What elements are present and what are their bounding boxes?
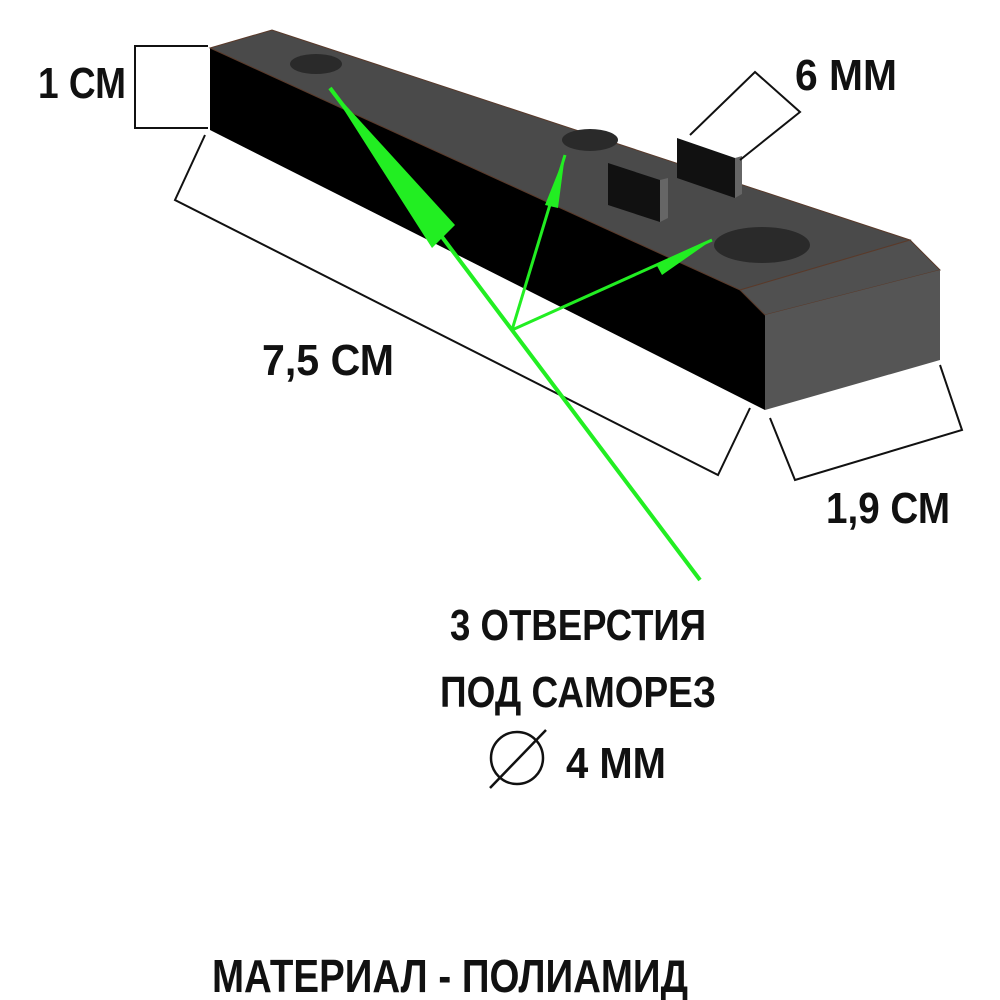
tab-2-side: [735, 156, 742, 198]
end-face: [765, 270, 940, 410]
holes-note-line3: 4 ММ: [566, 739, 666, 788]
tab-2: [677, 138, 735, 198]
holes-note-line2: ПОД САМОРЕЗ: [440, 668, 716, 717]
length-label: 7,5 СМ: [262, 336, 394, 385]
bracket-part: [208, 29, 941, 410]
hole-arrows: [328, 86, 713, 582]
tab-label: 6 ММ: [795, 51, 897, 100]
tab-1: [608, 163, 660, 222]
hole-1: [290, 54, 342, 74]
arrowhead-1: [330, 88, 455, 248]
material-label: МАТЕРИАЛ - ПОЛИАМИД: [212, 950, 688, 1000]
arrowhead-2: [545, 155, 565, 208]
length-bracket: [173, 134, 751, 477]
height-label: 1 СМ: [38, 59, 126, 108]
width-label: 1,9 СМ: [826, 484, 950, 533]
diameter-symbol-icon: [489, 729, 547, 789]
hole-2: [562, 129, 618, 151]
height-bracket: [134, 45, 208, 129]
dimension-lines: [134, 45, 964, 482]
front-face: [210, 48, 765, 410]
holes-note-line1: 3 ОТВЕРСТИЯ: [450, 601, 706, 650]
width-bracket: [769, 364, 964, 482]
arrowhead-3: [656, 240, 712, 275]
tab-1-side: [660, 178, 668, 222]
tab-bracket: [689, 70, 802, 161]
hole-3: [714, 227, 810, 263]
